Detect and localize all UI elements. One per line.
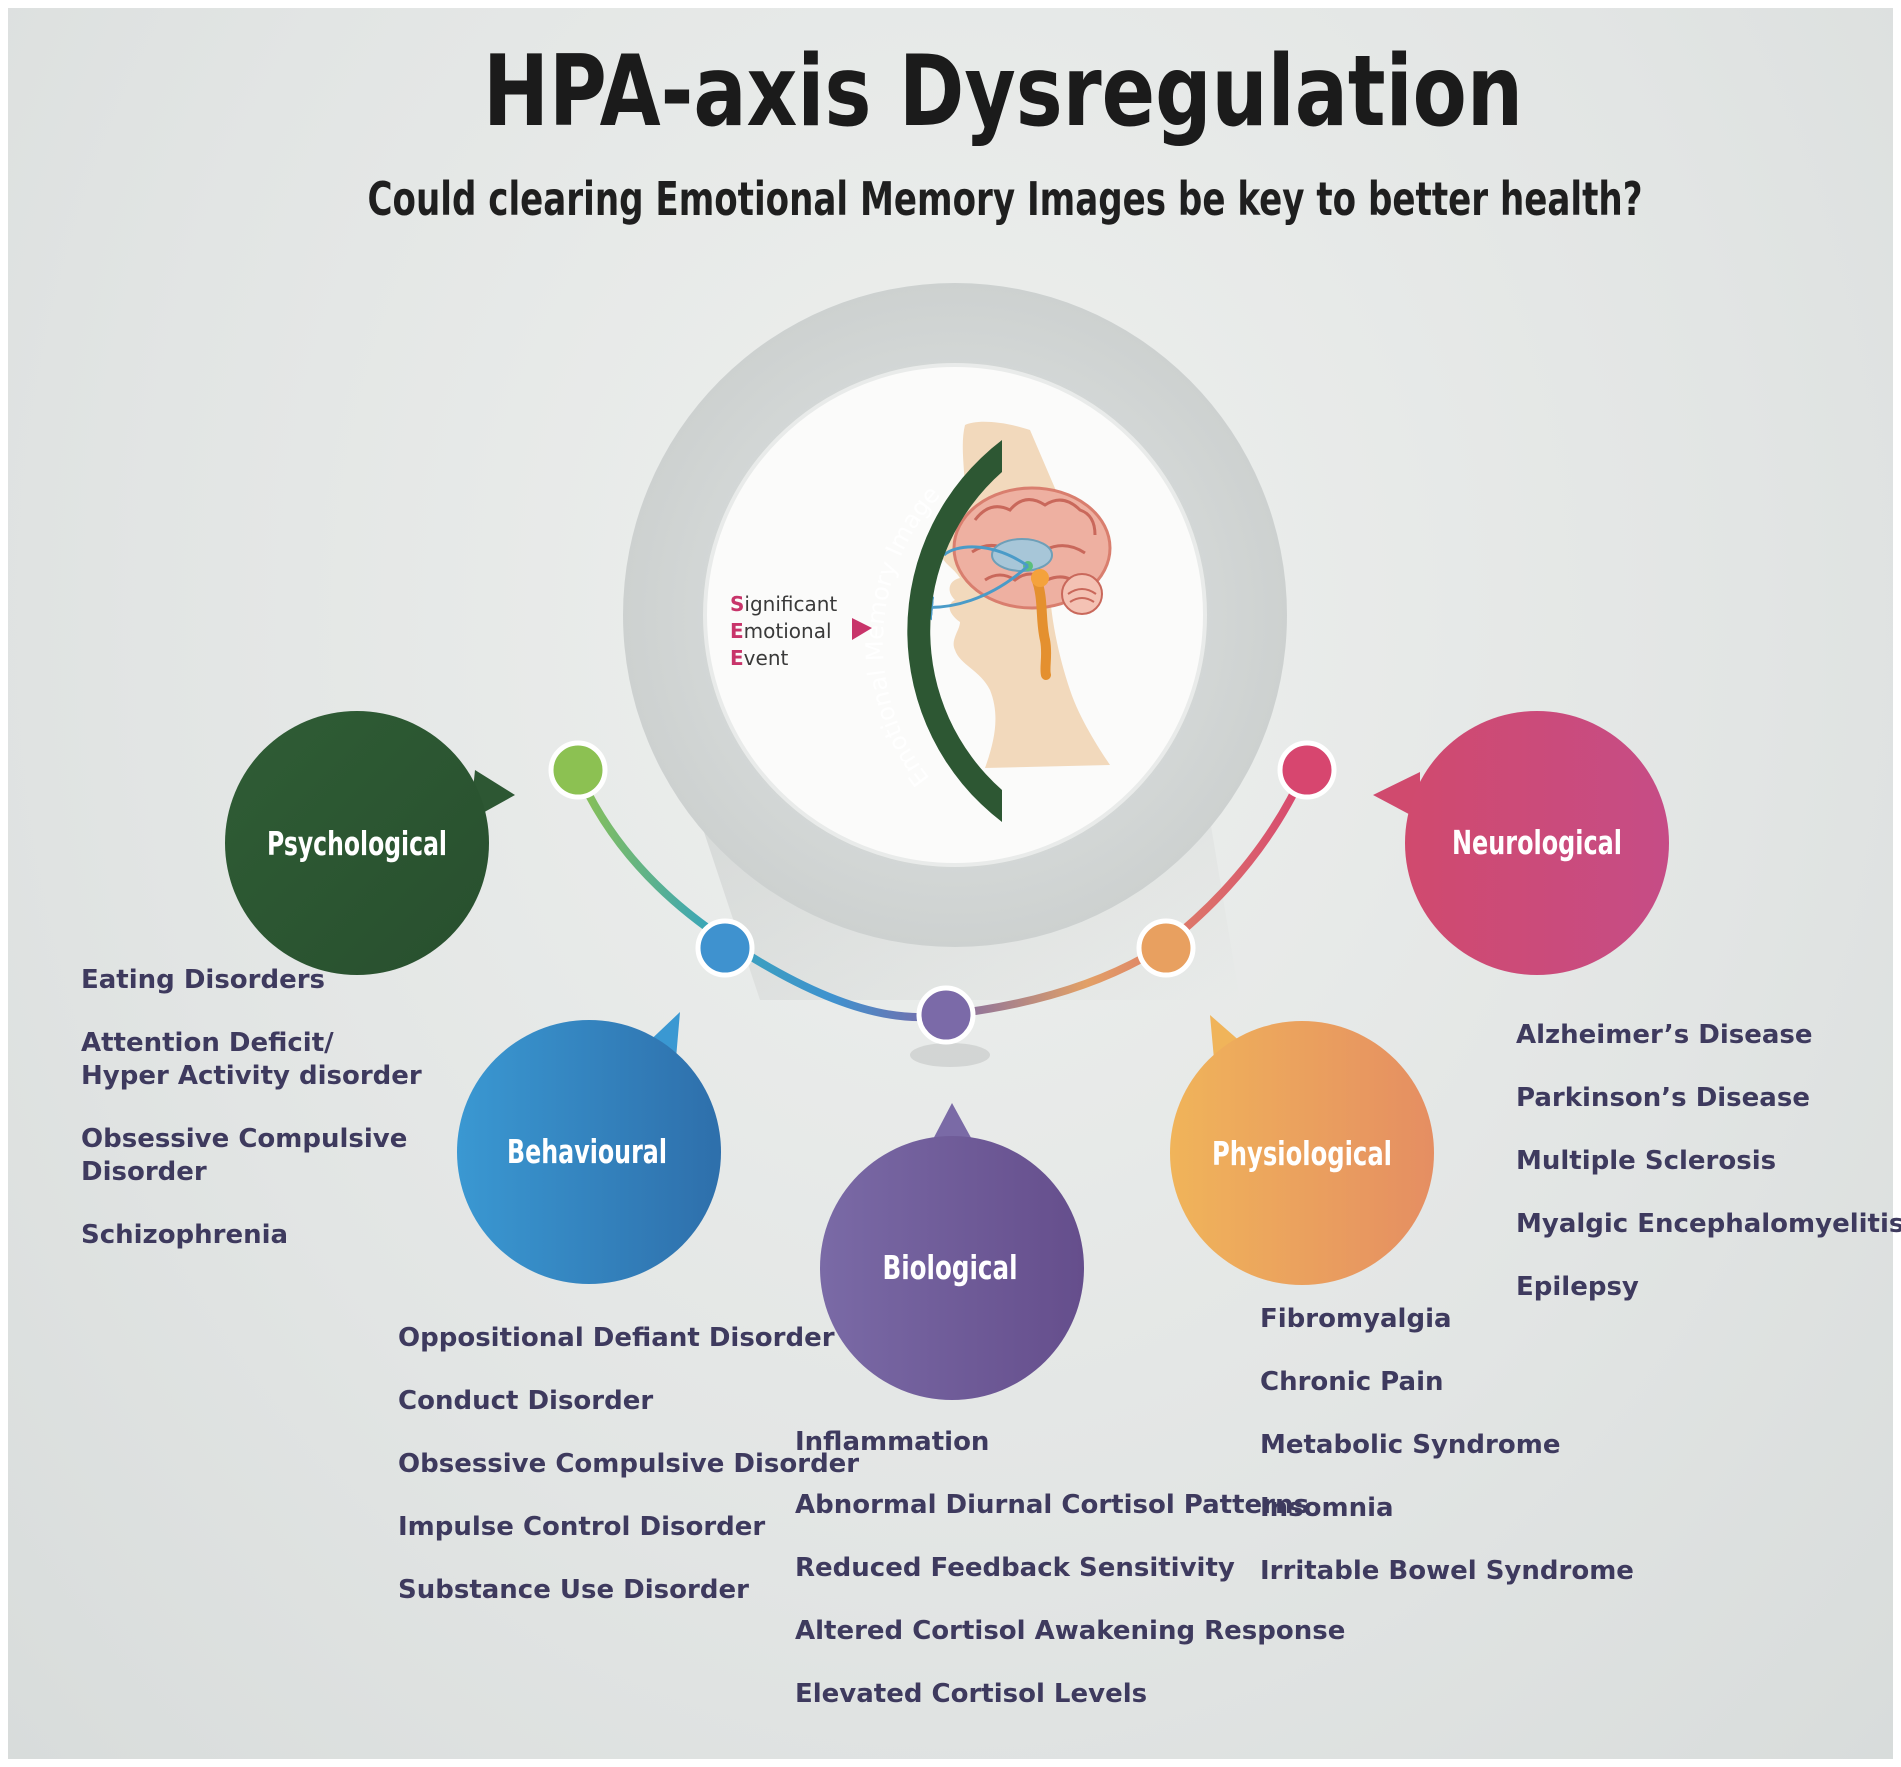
biological-item: Elevated Cortisol Levels bbox=[795, 1679, 1147, 1709]
behavioural-item-line: Obsessive Compulsive Disorder bbox=[398, 1449, 859, 1479]
psychological-item-line: Attention Deficit/ bbox=[81, 1028, 334, 1058]
psychological-item: Eating Disorders bbox=[81, 965, 325, 995]
behavioural-item-line: Substance Use Disorder bbox=[398, 1575, 749, 1605]
behavioural-item-line: Oppositional Defiant Disorder bbox=[398, 1323, 835, 1353]
biological-item: Inflammation bbox=[795, 1427, 989, 1457]
see-rest: ignificant bbox=[744, 592, 837, 616]
psychological-bubble: Psychological bbox=[225, 711, 515, 975]
neurological-item-line: Parkinson’s Disease bbox=[1516, 1083, 1810, 1113]
biological-item: Abnormal Diurnal Cortisol Patterns bbox=[795, 1490, 1309, 1520]
biological-item-line: Abnormal Diurnal Cortisol Patterns bbox=[795, 1490, 1309, 1520]
neurological-item-line: Alzheimer’s Disease bbox=[1516, 1020, 1813, 1050]
physiological-item: Chronic Pain bbox=[1260, 1367, 1444, 1397]
page-title: HPA-axis Dysregulation bbox=[483, 35, 1523, 149]
behavioural-bubble: Behavioural bbox=[457, 1012, 721, 1284]
play-triangle-icon bbox=[852, 618, 872, 640]
neurological-item-line: Myalgic Encephalomyelitis bbox=[1516, 1209, 1901, 1239]
neurological-item-line: Epilepsy bbox=[1516, 1272, 1639, 1302]
psychological-item-line: Hyper Activity disorder bbox=[81, 1061, 422, 1091]
page-subtitle: Could clearing Emotional Memory Images b… bbox=[368, 172, 1643, 226]
central-emblem: Emotional Memory Image Significant Emoti… bbox=[623, 283, 1287, 1000]
see-initial: E bbox=[730, 619, 744, 643]
see-line-1: Significant bbox=[730, 592, 837, 616]
psychological-item: Attention Deficit/Hyper Activity disorde… bbox=[81, 1028, 422, 1091]
behavioural-item: Conduct Disorder bbox=[398, 1386, 653, 1416]
behavioural-item-line: Impulse Control Disorder bbox=[398, 1512, 765, 1542]
biological-item: Reduced Feedback Sensitivity bbox=[795, 1553, 1235, 1583]
behavioural-item-line: Conduct Disorder bbox=[398, 1386, 653, 1416]
significant-emotional-event: Significant Emotional Event bbox=[730, 592, 872, 670]
psychological-item-line: Disorder bbox=[81, 1157, 207, 1187]
neurological-label: Neurological bbox=[1452, 823, 1622, 862]
physiological-item-line: Irritable Bowel Syndrome bbox=[1260, 1556, 1634, 1586]
psychological-item: Schizophrenia bbox=[81, 1220, 288, 1250]
connector-dot-behavioural bbox=[695, 918, 755, 978]
behavioural-item: Oppositional Defiant Disorder bbox=[398, 1323, 835, 1353]
behavioural-item: Obsessive Compulsive Disorder bbox=[398, 1449, 859, 1479]
psychological-label: Psychological bbox=[267, 824, 447, 863]
biological-label: Biological bbox=[883, 1248, 1018, 1287]
see-initial: E bbox=[730, 646, 744, 670]
psychological-item-line: Schizophrenia bbox=[81, 1220, 288, 1250]
behavioural-item: Substance Use Disorder bbox=[398, 1575, 749, 1605]
physiological-label: Physiological bbox=[1212, 1134, 1392, 1173]
physiological-item: Fibromyalgia bbox=[1260, 1304, 1452, 1334]
brain-icon bbox=[952, 486, 1112, 680]
biological-item-line: Elevated Cortisol Levels bbox=[795, 1679, 1147, 1709]
see-initial: S bbox=[730, 592, 744, 616]
physiological-item: Irritable Bowel Syndrome bbox=[1260, 1556, 1634, 1586]
neurological-item: Parkinson’s Disease bbox=[1516, 1083, 1810, 1113]
memory-loop-arrow-upper bbox=[942, 545, 1029, 568]
physiological-item-line: Chronic Pain bbox=[1260, 1367, 1444, 1397]
behavioural-item: Impulse Control Disorder bbox=[398, 1512, 765, 1542]
physiological-item-line: Fibromyalgia bbox=[1260, 1304, 1452, 1334]
connector-dot-psychological bbox=[548, 740, 608, 800]
neurological-item: Alzheimer’s Disease bbox=[1516, 1020, 1813, 1050]
physiological-item-line: Metabolic Syndrome bbox=[1260, 1430, 1560, 1460]
see-line-3: Event bbox=[730, 646, 788, 670]
connector-dot-biological bbox=[916, 985, 976, 1045]
connector-dot-physiological bbox=[1136, 918, 1196, 978]
psychological-item-line: Eating Disorders bbox=[81, 965, 325, 995]
physiological-item: Insomnia bbox=[1260, 1493, 1394, 1523]
neurological-item: Myalgic Encephalomyelitis bbox=[1516, 1209, 1901, 1239]
see-line-2: Emotional bbox=[730, 619, 832, 643]
physiological-item-line: Insomnia bbox=[1260, 1493, 1394, 1523]
connector-dot-neurological bbox=[1277, 740, 1337, 800]
biological-item-line: Reduced Feedback Sensitivity bbox=[795, 1553, 1235, 1583]
emotional-memory-image-arc bbox=[907, 440, 1002, 822]
neurological-item: Epilepsy bbox=[1516, 1272, 1639, 1302]
physiological-bubble: Physiological bbox=[1170, 1015, 1434, 1285]
biological-item: Altered Cortisol Awakening Response bbox=[795, 1616, 1345, 1646]
neurological-item: Multiple Sclerosis bbox=[1516, 1146, 1776, 1176]
behavioural-label: Behavioural bbox=[507, 1132, 667, 1171]
see-rest: vent bbox=[744, 646, 789, 670]
biological-item-line: Altered Cortisol Awakening Response bbox=[795, 1616, 1345, 1646]
see-rest: motional bbox=[744, 619, 832, 643]
physiological-item: Metabolic Syndrome bbox=[1260, 1430, 1560, 1460]
biological-bubble: Biological bbox=[820, 1103, 1084, 1400]
biological-item-line: Inflammation bbox=[795, 1427, 989, 1457]
connector-dots bbox=[548, 740, 1337, 1067]
psychological-item-line: Obsessive Compulsive bbox=[81, 1124, 407, 1154]
neurological-bubble: Neurological bbox=[1373, 711, 1669, 975]
neurological-item-line: Multiple Sclerosis bbox=[1516, 1146, 1776, 1176]
